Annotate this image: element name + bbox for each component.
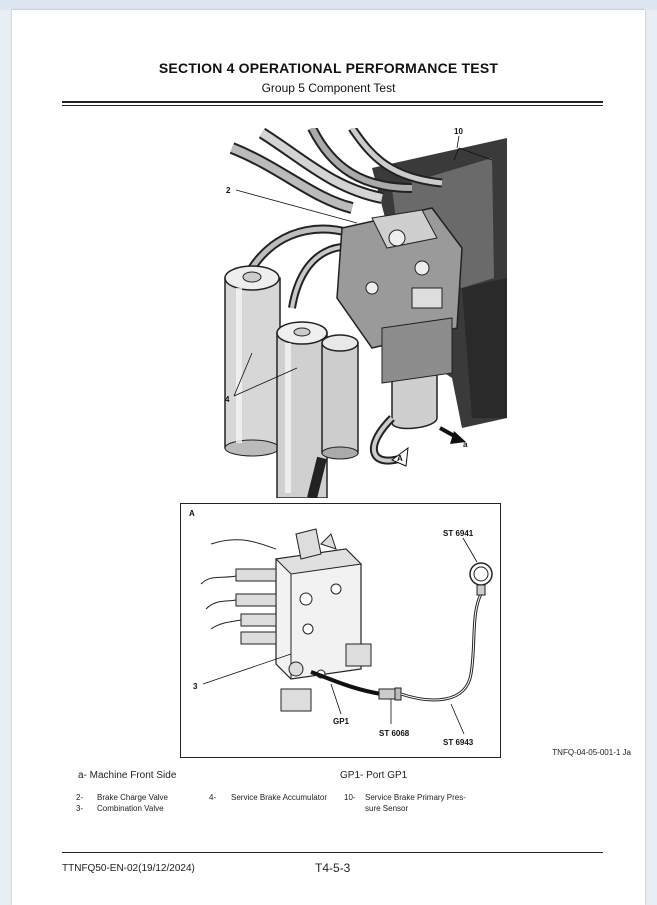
legend-item-4-num: 4- (209, 793, 217, 802)
viewer-top-bar (0, 0, 657, 10)
legend-item-4-text: Service Brake Accumulator (231, 793, 328, 802)
legend-item-2-num: 2- (76, 793, 84, 802)
group-subtitle: Group 5 Component Test (261, 81, 396, 95)
callout-st6941: ST 6941 (443, 529, 474, 538)
legend-item-3-num: 3- (76, 804, 84, 813)
footer-doc-id: TTNFQ50-EN-02(19/12/2024) (62, 863, 195, 874)
header-rule-thin (62, 105, 603, 106)
machine-photo-illustration: 10 2 4 a A (222, 128, 507, 498)
legend-a: a- Machine Front Side (78, 770, 177, 781)
legend-item-10-text-cont: sure Sensor (365, 804, 409, 813)
callout-10: 10 (454, 128, 463, 136)
callout-2: 2 (226, 186, 231, 195)
callout-view-A: A (397, 454, 403, 463)
callout-st6068: ST 6068 (379, 729, 410, 738)
legend-item-2-text: Brake Charge Valve (97, 793, 168, 802)
header-rule-thick (62, 101, 603, 103)
callout-4: 4 (225, 395, 230, 404)
callout-3: 3 (193, 682, 198, 691)
callout-st6943: ST 6943 (443, 738, 474, 747)
document-page: SECTION 4 OPERATIONAL PERFORMANCE TEST G… (12, 10, 645, 905)
legend-item-10-num: 10- (344, 793, 356, 802)
legend-item-3-text: Combination Valve (97, 804, 164, 813)
legend-item-10-text: Service Brake Primary Pres- (365, 793, 466, 802)
footer-page-number: T4-5-3 (315, 861, 351, 875)
detail-figure-a: A (180, 503, 501, 758)
figure-id: TNFQ-04-05-001-1 Ja (552, 748, 631, 757)
footer-rule (62, 852, 603, 853)
callout-a: a (463, 440, 468, 449)
legend-gp1: GP1- Port GP1 (340, 770, 408, 781)
detail-panel-label: A (189, 509, 195, 518)
callout-gp1: GP1 (333, 717, 350, 726)
section-title: SECTION 4 OPERATIONAL PERFORMANCE TEST (158, 60, 499, 76)
